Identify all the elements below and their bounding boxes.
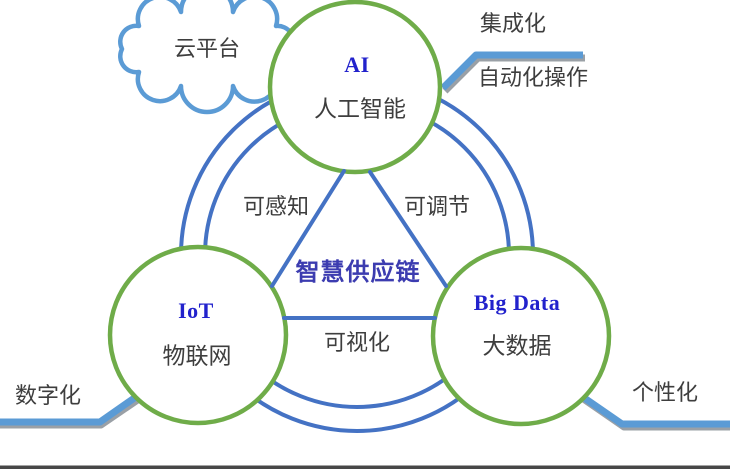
iot-node-subtitle: 物联网 xyxy=(162,343,232,369)
callout-label-personalization: 个性化 xyxy=(631,380,699,405)
callout-label-integration: 集成化 xyxy=(479,11,547,36)
callout-label-digitization: 数字化 xyxy=(14,383,82,408)
callout-line-bottom-left xyxy=(0,391,143,426)
bigdata-node-circle xyxy=(430,245,612,427)
ai-node-circle xyxy=(267,0,443,175)
center-label: 智慧供应链 xyxy=(295,260,421,286)
bigdata-node-title: Big Data xyxy=(473,290,561,315)
edge-ai-bigdata xyxy=(368,170,448,288)
ai-node-subtitle: 人工智能 xyxy=(314,96,406,122)
cloud-label: 云平台 xyxy=(173,36,241,61)
ai-node-title: AI xyxy=(344,52,370,77)
callout-label-automation: 自动化操作 xyxy=(477,65,589,90)
callout-line-top-right xyxy=(440,51,583,91)
edge-label-visualize: 可视化 xyxy=(323,330,391,355)
bigdata-node-subtitle: 大数据 xyxy=(482,333,552,359)
callout-line-bottom-right xyxy=(578,392,730,428)
iot-node-title: IoT xyxy=(178,298,214,323)
iot-node-circle xyxy=(107,244,289,426)
edge-label-adjust: 可调节 xyxy=(403,194,471,219)
bottom-rule xyxy=(0,465,730,469)
edge-label-perceive: 可感知 xyxy=(242,194,310,219)
edge-ai-iot xyxy=(270,169,346,288)
